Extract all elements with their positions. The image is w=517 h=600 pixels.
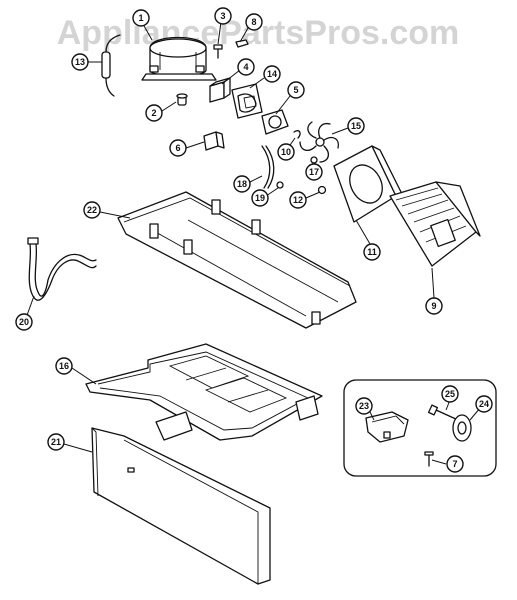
callout-24: 24 <box>475 395 493 413</box>
callout-13: 13 <box>71 53 89 71</box>
screw-part[interactable] <box>213 44 223 59</box>
callout-9-label: 9 <box>431 301 436 311</box>
callout-8: 8 <box>245 13 263 31</box>
callout-12-label: 12 <box>293 195 303 205</box>
callout-15: 15 <box>347 117 365 135</box>
callout-14-label: 14 <box>267 69 277 79</box>
callout-20: 20 <box>15 313 33 331</box>
screw-19-part[interactable] <box>276 181 284 189</box>
callout-24-label: 24 <box>479 399 489 409</box>
callout-19-label: 19 <box>255 193 265 203</box>
drain-tube-part[interactable] <box>27 237 97 301</box>
callout-15-label: 15 <box>351 121 361 131</box>
callout-4: 4 <box>237 58 255 76</box>
callout-8-label: 8 <box>251 17 256 27</box>
bolt-25-part[interactable] <box>427 404 459 421</box>
motor-mount-part[interactable] <box>365 411 409 443</box>
drain-pan-part[interactable] <box>85 343 323 441</box>
washer-part[interactable] <box>235 39 249 48</box>
fan-bracket-part[interactable] <box>261 109 289 135</box>
callout-25-label: 25 <box>445 389 455 399</box>
capacitor-part[interactable] <box>203 131 225 151</box>
kick-plate-part[interactable] <box>91 427 271 585</box>
relay-part[interactable] <box>209 77 231 103</box>
callout-9: 9 <box>425 297 443 315</box>
callout-16: 16 <box>55 357 73 375</box>
fan-shroud-part[interactable] <box>333 145 405 223</box>
callout-17-label: 17 <box>309 167 319 177</box>
callout-3-label: 3 <box>220 11 225 21</box>
callout-5-label: 5 <box>293 85 298 95</box>
grommet-part[interactable] <box>176 93 188 106</box>
callout-18: 18 <box>233 175 251 193</box>
callout-22: 22 <box>83 201 101 219</box>
callout-20-label: 20 <box>19 317 29 327</box>
compressor-part[interactable] <box>141 36 217 81</box>
callout-23-label: 23 <box>359 401 369 411</box>
callout-7: 7 <box>446 455 464 473</box>
callout-22-label: 22 <box>87 205 97 215</box>
callout-4-label: 4 <box>243 62 248 72</box>
callout-2: 2 <box>145 104 163 122</box>
inset-box <box>343 379 497 477</box>
callout-6-label: 6 <box>175 143 180 153</box>
callout-1-label: 1 <box>138 13 143 23</box>
callout-6: 6 <box>169 139 187 157</box>
callout-21: 21 <box>47 433 65 451</box>
callout-14: 14 <box>263 65 281 83</box>
nut-part[interactable] <box>310 156 318 164</box>
callout-1: 1 <box>132 9 150 27</box>
base-pan-part[interactable] <box>117 191 357 329</box>
callout-5: 5 <box>287 81 305 99</box>
callout-16-label: 16 <box>59 361 69 371</box>
callout-17: 17 <box>305 163 323 181</box>
callout-12: 12 <box>289 191 307 209</box>
callout-2-label: 2 <box>151 108 156 118</box>
callout-7-label: 7 <box>452 459 457 469</box>
callout-25: 25 <box>441 385 459 403</box>
fan-motor-part[interactable] <box>231 83 263 119</box>
fan-blade-part[interactable] <box>299 121 340 163</box>
drier-tube-part[interactable] <box>101 34 121 97</box>
callout-21-label: 21 <box>51 437 61 447</box>
callout-10: 10 <box>277 143 295 161</box>
callout-10-label: 10 <box>281 147 291 157</box>
callout-13-label: 13 <box>75 57 85 67</box>
callout-11-label: 11 <box>367 247 377 257</box>
callout-19: 19 <box>251 189 269 207</box>
callout-3: 3 <box>214 7 232 25</box>
condenser-part[interactable] <box>389 181 481 267</box>
callout-23: 23 <box>355 397 373 415</box>
clip-part[interactable] <box>293 130 301 139</box>
bracket-strap-part[interactable] <box>261 145 275 189</box>
wheel-24-part[interactable] <box>452 414 472 442</box>
callout-11: 11 <box>363 243 381 261</box>
grommet-12-part[interactable] <box>317 185 327 195</box>
screw-7-part[interactable] <box>424 451 434 467</box>
callout-18-label: 18 <box>237 179 247 189</box>
